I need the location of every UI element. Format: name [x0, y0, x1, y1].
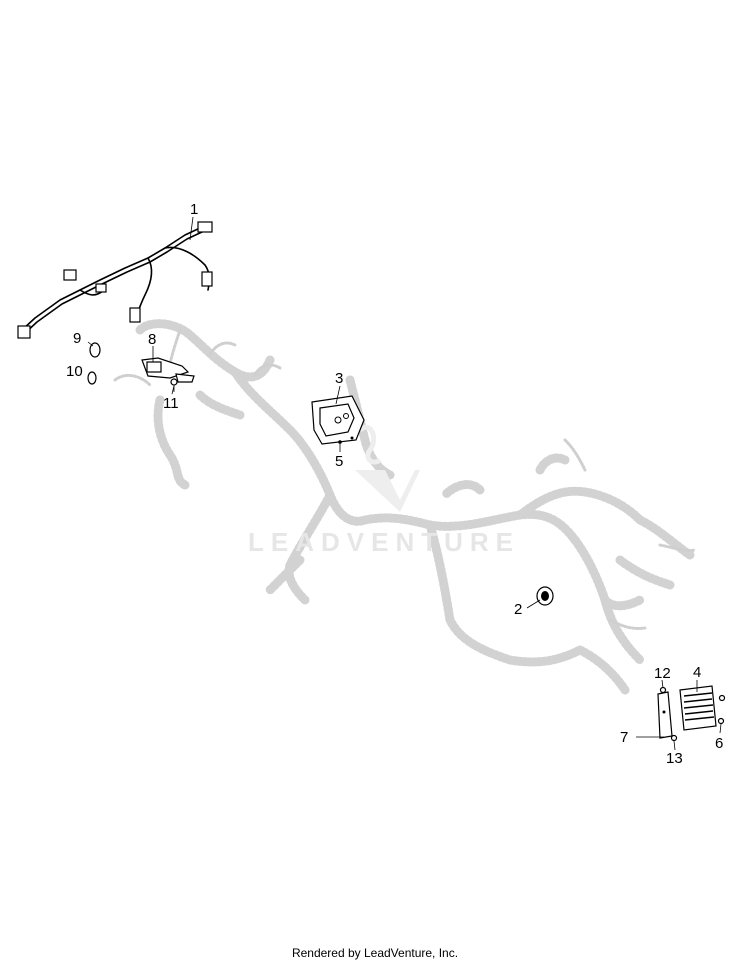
- part-12-nut: [659, 686, 667, 694]
- callout-3: 3: [335, 370, 343, 387]
- connector-icon: [197, 221, 213, 233]
- footer-credit: Rendered by LeadVenture, Inc.: [291, 946, 459, 960]
- callout-7: 7: [620, 729, 628, 746]
- connector-icon: [95, 283, 107, 293]
- callout-11: 11: [163, 395, 179, 412]
- part-1-harness: [17, 221, 213, 339]
- part-10-ring: [87, 371, 97, 385]
- leader-lines: [87, 216, 722, 751]
- callout-4: 4: [693, 664, 701, 681]
- part-7-bracket: [657, 691, 673, 739]
- part-3-ecu: [311, 395, 365, 445]
- callout-12: 12: [654, 665, 671, 682]
- connector-icon: [63, 269, 77, 281]
- callout-9: 9: [73, 330, 81, 347]
- callout-6: 6: [715, 735, 723, 752]
- connector-icon: [129, 307, 141, 323]
- ghost-main-harness: [135, 319, 695, 695]
- callout-1: 1: [190, 201, 198, 218]
- connector-icon: [201, 271, 213, 287]
- connector-icon: [17, 325, 31, 339]
- part-4-regulator: [679, 685, 717, 731]
- part-6-screws: [717, 694, 726, 725]
- watermark-logo: [355, 425, 420, 512]
- ghost-branches: [113, 328, 697, 630]
- part-9-ring: [89, 342, 101, 358]
- part-8-bracket: [141, 357, 195, 383]
- callout-13: 13: [666, 750, 683, 767]
- callout-8: 8: [148, 331, 156, 348]
- callout-10: 10: [66, 363, 83, 380]
- callout-5: 5: [335, 453, 343, 470]
- part-11-screw: [170, 378, 178, 392]
- part-2-grommet: [536, 586, 554, 606]
- part-13-screw: [670, 734, 678, 742]
- callout-2: 2: [514, 601, 522, 618]
- watermark-text: LEADVENTURE: [248, 527, 520, 557]
